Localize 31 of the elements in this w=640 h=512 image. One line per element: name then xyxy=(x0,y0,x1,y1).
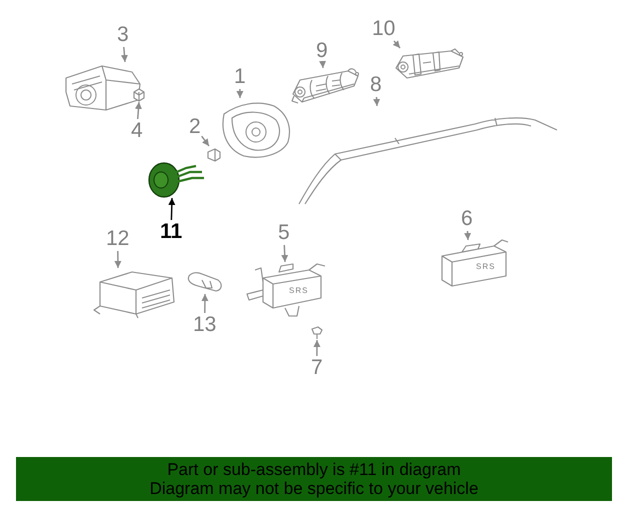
leader-arrow xyxy=(313,340,320,356)
callout-number: 4 xyxy=(131,120,143,142)
callout-number: 2 xyxy=(189,116,201,138)
leader-arrow xyxy=(168,198,176,220)
leader-arrow xyxy=(464,230,472,240)
leader-arrow xyxy=(201,136,210,146)
notice-banner xyxy=(16,457,612,501)
leader-arrow xyxy=(281,244,288,262)
leader-arrow xyxy=(201,294,208,313)
notice-text: Part or sub-assembly is #11 in diagram xyxy=(167,460,461,479)
leader-arrow xyxy=(373,96,380,106)
callout-number: 11 xyxy=(160,221,182,243)
part-marking: SRS xyxy=(476,262,496,271)
leader-arrow xyxy=(114,251,122,268)
leader-arrow xyxy=(120,46,128,62)
leader-arrow xyxy=(319,60,326,68)
leader-arrow xyxy=(392,40,401,48)
callout-number: 12 xyxy=(106,228,130,250)
leader-arrow xyxy=(236,89,244,98)
part-marking: SRS xyxy=(289,286,308,295)
callout-number: 10 xyxy=(372,18,396,40)
callout-number: 7 xyxy=(311,357,323,379)
callout-number: 9 xyxy=(316,40,328,62)
callout-number: 8 xyxy=(370,74,382,96)
callout-number: 6 xyxy=(461,208,473,230)
notice-text: Diagram may not be specific to your vehicle xyxy=(150,479,478,498)
callout-number: 5 xyxy=(278,222,290,244)
callout-number: 13 xyxy=(193,314,216,336)
leader-arrow xyxy=(134,102,142,120)
callout-number: 1 xyxy=(234,66,246,88)
callout-number: 3 xyxy=(117,24,129,46)
